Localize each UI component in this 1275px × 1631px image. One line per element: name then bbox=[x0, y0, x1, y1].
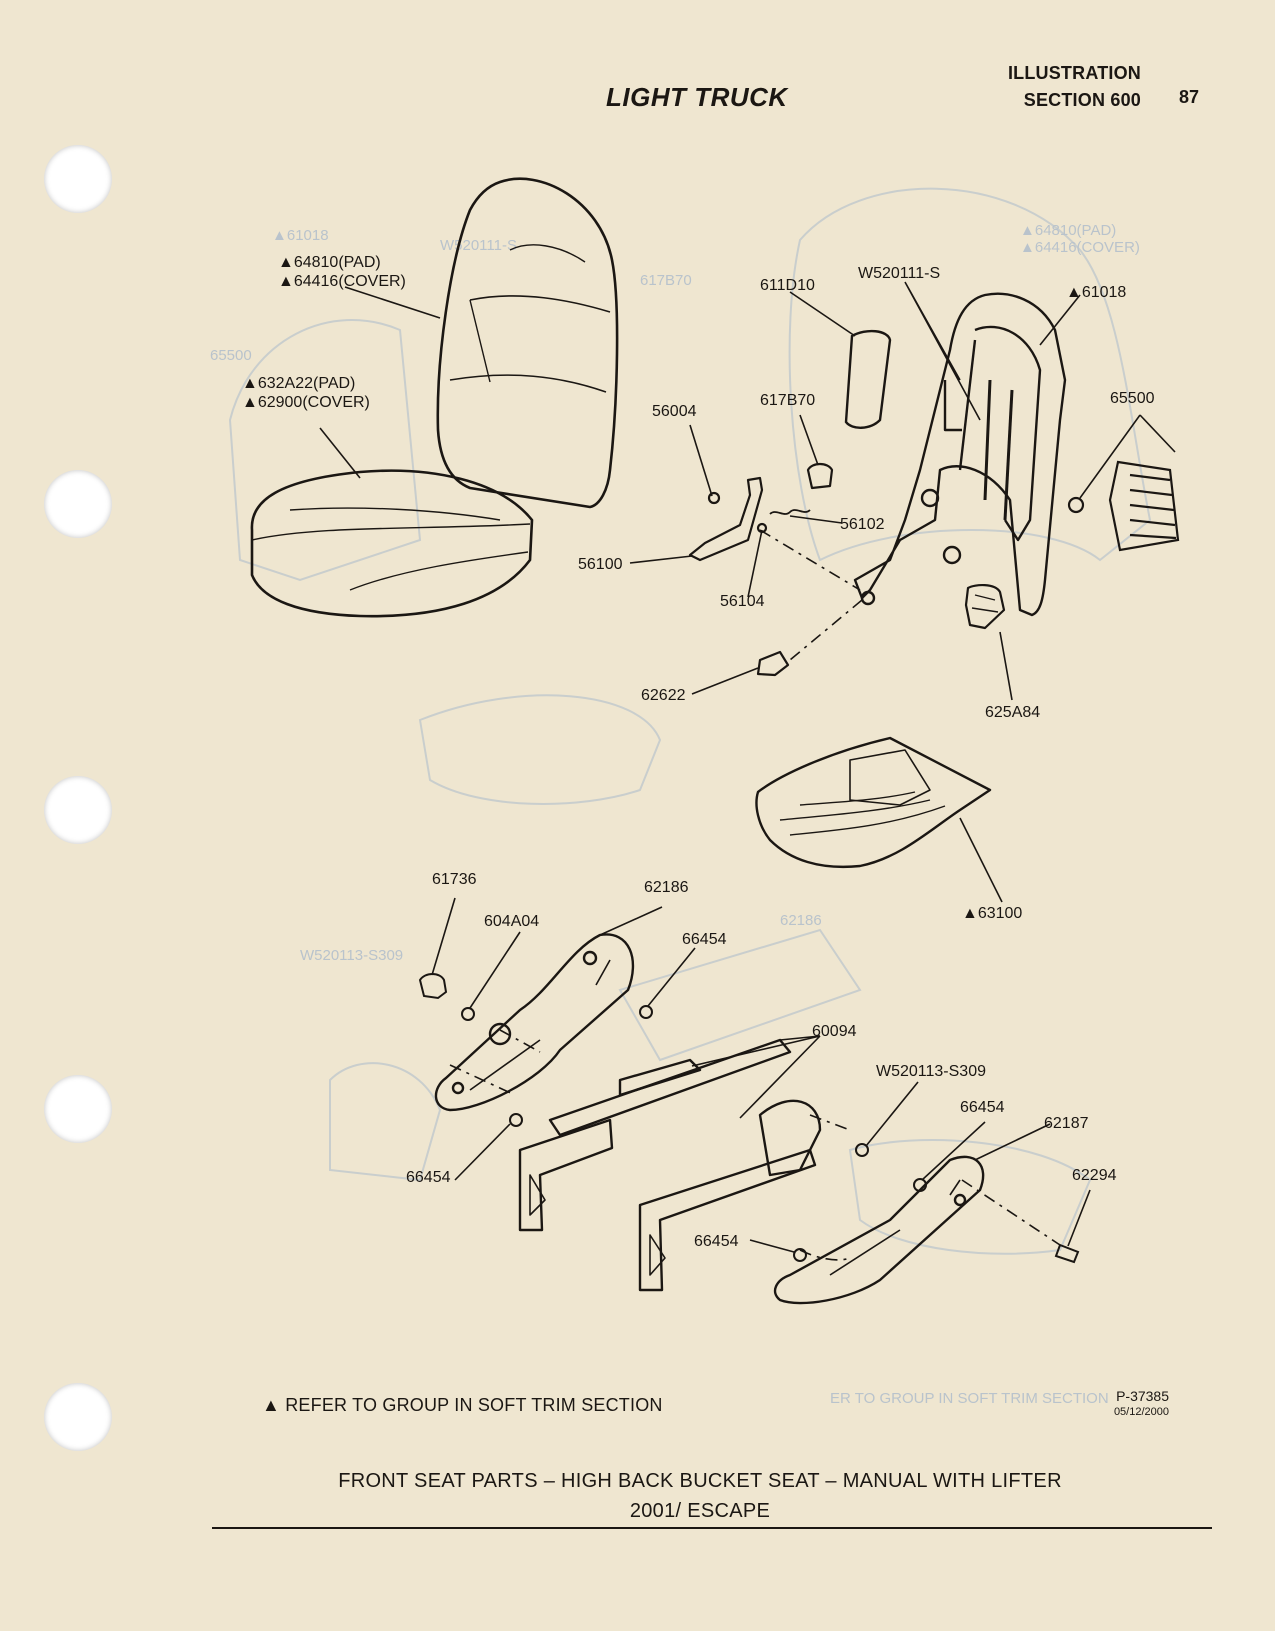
caption-rule bbox=[212, 1527, 1212, 1529]
svg-text:▲64416(COVER): ▲64416(COVER) bbox=[1020, 239, 1140, 256]
part-label: 604A04 bbox=[484, 913, 539, 930]
part-label: ▲63100 bbox=[962, 905, 1022, 922]
part-label: ▲61018 bbox=[1066, 284, 1126, 301]
binder-hole bbox=[44, 776, 112, 844]
illustration-number: P-37385 bbox=[1116, 1388, 1169, 1404]
section-number: SECTION 600 bbox=[1023, 90, 1141, 110]
part-label: 56104 bbox=[720, 593, 765, 610]
svg-text:617B70: 617B70 bbox=[640, 272, 692, 289]
recliner-lever-assembly bbox=[688, 462, 1006, 677]
page-heading: LIGHT TRUCK bbox=[606, 82, 788, 112]
part-label: ▲64810(PAD)▲64416(COVER) bbox=[278, 254, 406, 290]
part-label: 611D10 bbox=[760, 277, 815, 294]
section-header: ILLUSTRATION SECTION 600 bbox=[1008, 60, 1141, 114]
part-label: 62187 bbox=[1044, 1115, 1089, 1132]
part-label: 62186 bbox=[644, 879, 689, 896]
figure-caption: FRONT SEAT PARTS – HIGH BACK BUCKET SEAT… bbox=[200, 1466, 1200, 1526]
part-label: 66454 bbox=[406, 1169, 451, 1186]
part-label: 66454 bbox=[682, 931, 727, 948]
part-labels: ▲64810(PAD)▲64416(COVER) ▲632A22(PAD)▲62… bbox=[242, 254, 1155, 1250]
fasteners bbox=[418, 973, 1080, 1264]
part-label: 66454 bbox=[694, 1233, 739, 1250]
binder-hole bbox=[44, 470, 112, 538]
part-label: 625A84 bbox=[985, 704, 1040, 721]
leader-lines bbox=[319, 281, 1176, 1253]
part-label: ▲632A22(PAD)▲62900(COVER) bbox=[242, 375, 370, 411]
trim-panel bbox=[844, 329, 892, 429]
binder-hole bbox=[44, 145, 112, 213]
svg-text:ER TO GROUP IN SOFT TRIM SECTI: ER TO GROUP IN SOFT TRIM SECTION bbox=[830, 1390, 1109, 1407]
page-number: 87 bbox=[1178, 87, 1199, 107]
svg-text:W520111-S: W520111-S bbox=[440, 237, 517, 254]
lumbar-support-panel bbox=[1067, 460, 1180, 552]
part-label: 60094 bbox=[812, 1023, 857, 1040]
part-label: 62294 bbox=[1072, 1167, 1117, 1184]
seat-cushion-pad-cover bbox=[250, 469, 534, 618]
part-label: 617B70 bbox=[760, 392, 815, 409]
binder-hole bbox=[44, 1075, 112, 1143]
part-label: W520113-S309 bbox=[876, 1063, 986, 1080]
illustration-number-block: P-37385 05/12/2000 bbox=[1114, 1388, 1169, 1420]
part-label: W520111-S bbox=[858, 265, 940, 282]
seat-back-pad-cover bbox=[436, 177, 619, 509]
caption-line-2: 2001/ ESCAPE bbox=[629, 1500, 771, 1522]
bleed-through-text: ▲64810(PAD) ▲64416(COVER) ▲61018 W520111… bbox=[210, 222, 1140, 1407]
svg-text:W520113-S309: W520113-S309 bbox=[300, 947, 403, 964]
part-label: 56102 bbox=[840, 516, 885, 533]
bleed-through-ghost bbox=[228, 187, 1152, 1255]
part-label: 56100 bbox=[578, 556, 623, 573]
svg-text:65500: 65500 bbox=[210, 347, 252, 364]
section-title: ILLUSTRATION bbox=[1007, 63, 1141, 83]
part-label: 56004 bbox=[652, 403, 697, 420]
illustration-date: 05/12/2000 bbox=[1113, 1406, 1169, 1418]
binder-hole bbox=[44, 1383, 112, 1451]
part-label: 65500 bbox=[1110, 390, 1155, 407]
seat-track-assembly bbox=[434, 933, 985, 1305]
caption-line-1: FRONT SEAT PARTS – HIGH BACK BUCKET SEAT… bbox=[338, 1470, 1062, 1492]
part-label: 66454 bbox=[960, 1099, 1005, 1116]
assembly-centerlines bbox=[449, 529, 1061, 1261]
part-label: 61736 bbox=[432, 871, 477, 888]
soft-trim-footnote: ▲ REFER TO GROUP IN SOFT TRIM SECTION bbox=[262, 1395, 663, 1415]
seat-pan bbox=[755, 736, 992, 869]
seat-back-frame bbox=[853, 292, 1067, 617]
svg-text:62186: 62186 bbox=[780, 912, 822, 929]
svg-text:▲64810(PAD): ▲64810(PAD) bbox=[1020, 222, 1116, 239]
svg-text:▲61018: ▲61018 bbox=[272, 227, 329, 244]
part-label: 62622 bbox=[641, 687, 686, 704]
